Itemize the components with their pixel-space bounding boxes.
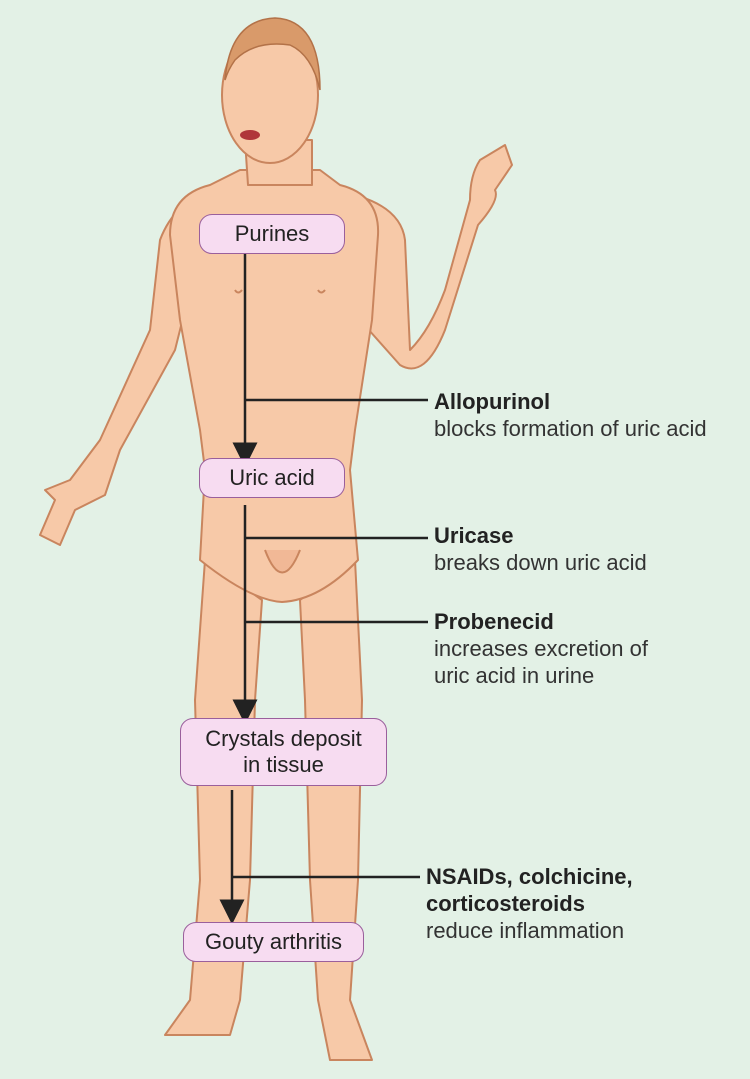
drug-effect: reduce inflammation	[426, 917, 633, 944]
label-allopurinol: Allopurinol blocks formation of uric aci…	[434, 388, 707, 442]
label-nsaids: NSAIDs, colchicine, corticosteroids redu…	[426, 863, 633, 944]
drug-name: Uricase	[434, 522, 647, 549]
label-probenecid: Probenecid increases excretion of uric a…	[434, 608, 648, 689]
drug-effect: breaks down uric acid	[434, 549, 647, 576]
drug-name: Probenecid	[434, 608, 648, 635]
right-leg	[300, 560, 372, 1060]
drug-effect: increases excretion of uric acid in urin…	[434, 635, 648, 689]
node-crystals-deposit: Crystals deposit in tissue	[180, 718, 387, 786]
node-purines: Purines	[199, 214, 345, 254]
drug-name: Allopurinol	[434, 388, 707, 415]
mouth	[240, 130, 260, 140]
left-leg	[165, 560, 262, 1035]
label-uricase: Uricase breaks down uric acid	[434, 522, 647, 576]
node-uric-acid: Uric acid	[199, 458, 345, 498]
drug-name: NSAIDs, colchicine, corticosteroids	[426, 863, 633, 917]
drug-effect: blocks formation of uric acid	[434, 415, 707, 442]
node-gouty-arthritis: Gouty arthritis	[183, 922, 364, 962]
